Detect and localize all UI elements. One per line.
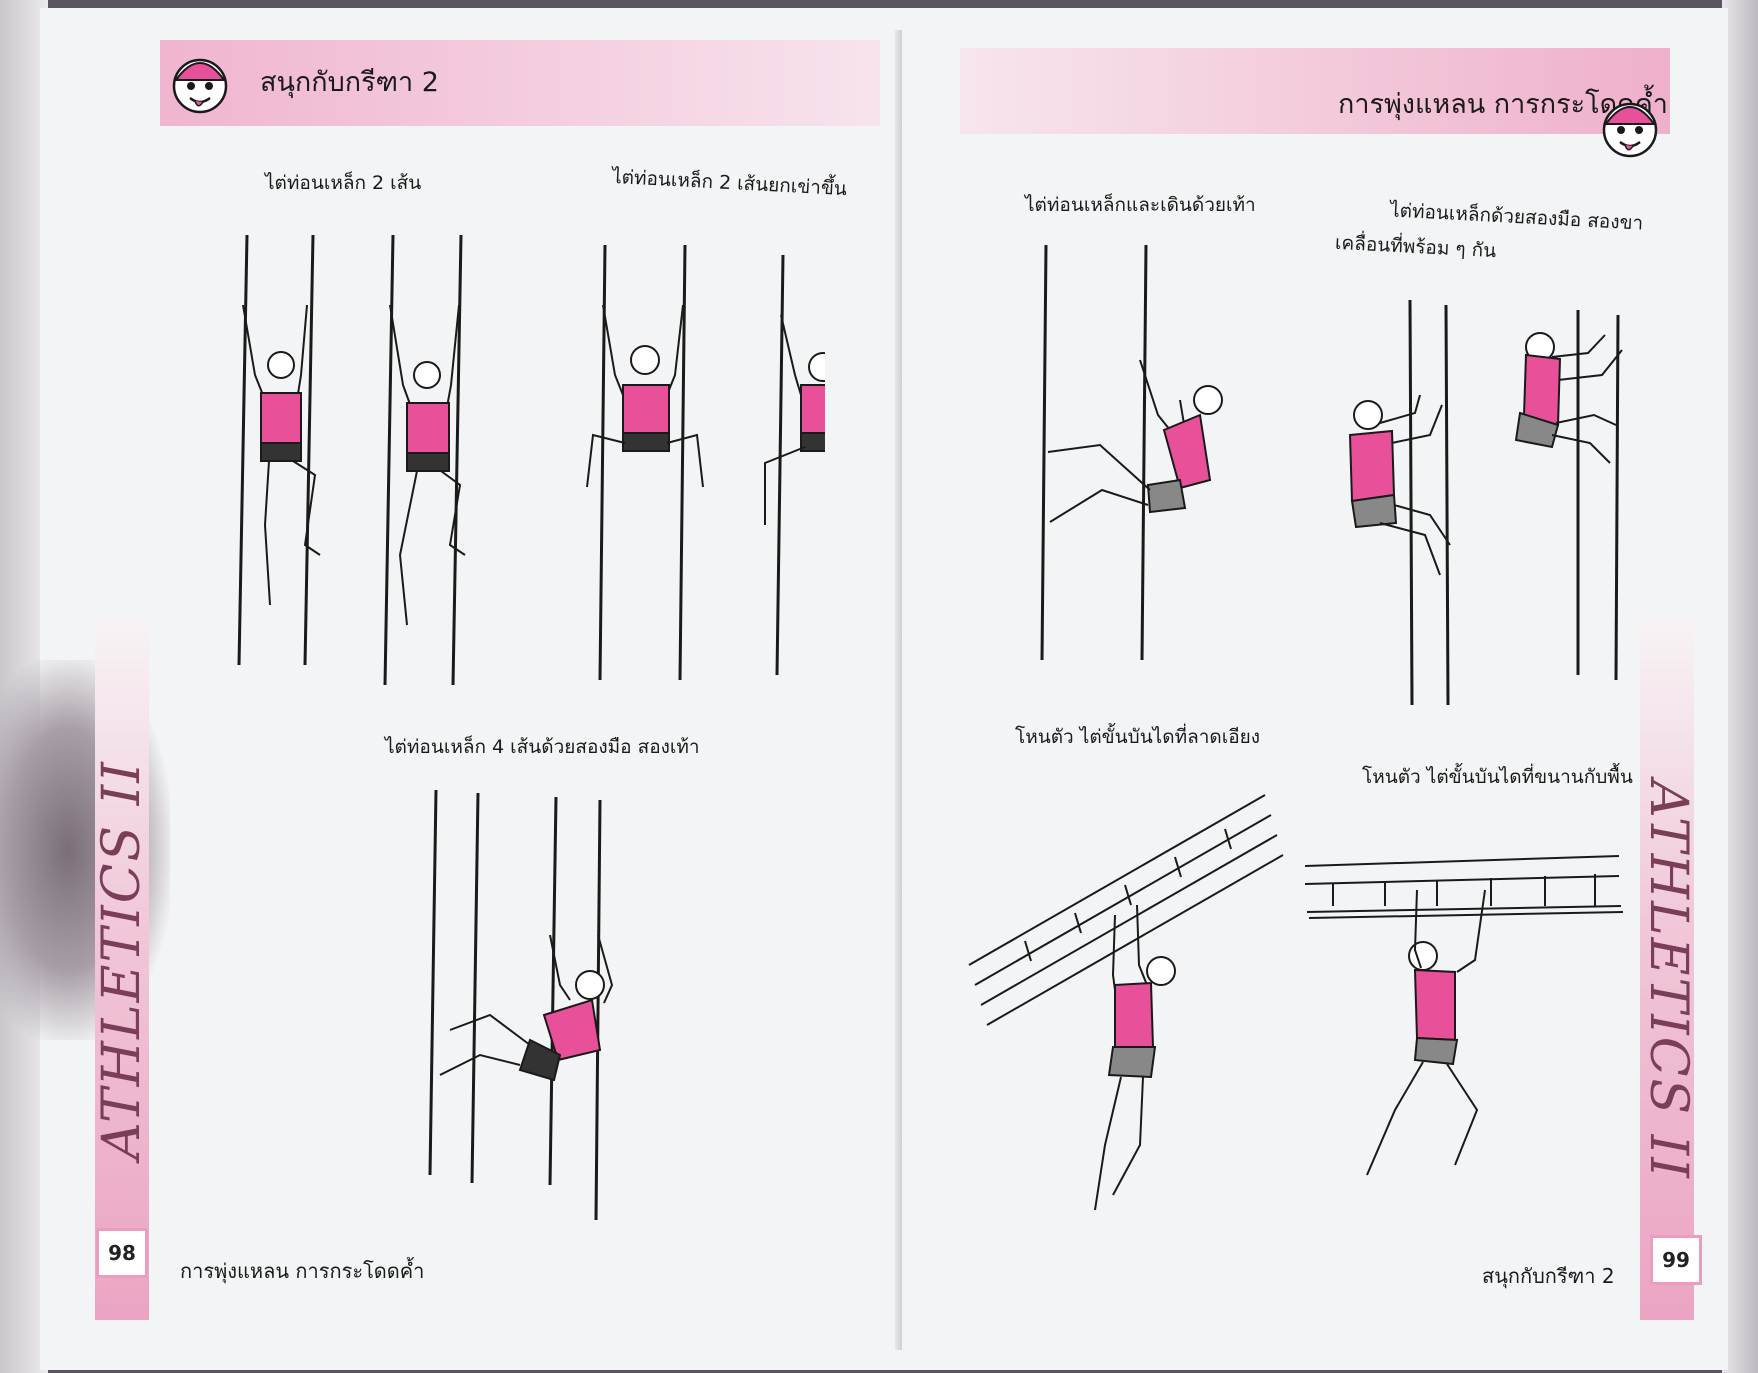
illustration-four-pole-climber — [428, 789, 614, 1221]
page-edges-right — [1722, 0, 1758, 1373]
caption-four-poles: ไต่ท่อนเหล็ก 4 เส้นด้วยสองมือ สองเท้า — [385, 736, 700, 758]
right-header-banner — [960, 48, 1670, 134]
caption-flat-ladder: โหนตัว ไต่ขั้นบันไดที่ขนานกับพื้น — [1362, 766, 1633, 788]
mascot-face-icon — [1602, 102, 1658, 158]
illustration-slanted-ladder — [968, 794, 1284, 1211]
caption-pole-walk: ไต่ท่อนเหล็กและเดินด้วยเท้า — [1025, 194, 1256, 216]
caption-two-poles: ไต่ท่อนเหล็ก 2 เส้น — [265, 172, 422, 194]
left-footer-text: การพุ่งแหลน การกระโดดค้ำ — [180, 1259, 425, 1283]
left-side-title: ATHLETICS II — [92, 760, 152, 1160]
left-page — [40, 8, 902, 1370]
illustration-hands-legs-climbers — [1348, 299, 1623, 706]
right-footer-text: สนุกกับกรีฑา 2 — [1482, 1264, 1615, 1288]
right-side-title: ATHLETICS II — [1638, 780, 1698, 1180]
illustration-pole-walk — [1040, 244, 1223, 661]
right-page-number: 99 — [1650, 1235, 1702, 1285]
mascot-face-icon — [172, 58, 228, 114]
left-side-band — [95, 620, 149, 1320]
left-header-banner — [160, 40, 880, 126]
right-page — [902, 8, 1728, 1370]
right-side-band — [1640, 620, 1694, 1320]
left-page-number: 98 — [96, 1228, 148, 1278]
illustration-pole-climbers-top-left — [237, 234, 825, 686]
caption-slanted-ladder: โหนตัว ไต่ขั้นบันไดที่ลาดเอียง — [1015, 726, 1261, 748]
left-header-title: สนุกกับกรีฑา 2 — [260, 67, 439, 98]
illustration-flat-ladder — [1305, 855, 1624, 1176]
